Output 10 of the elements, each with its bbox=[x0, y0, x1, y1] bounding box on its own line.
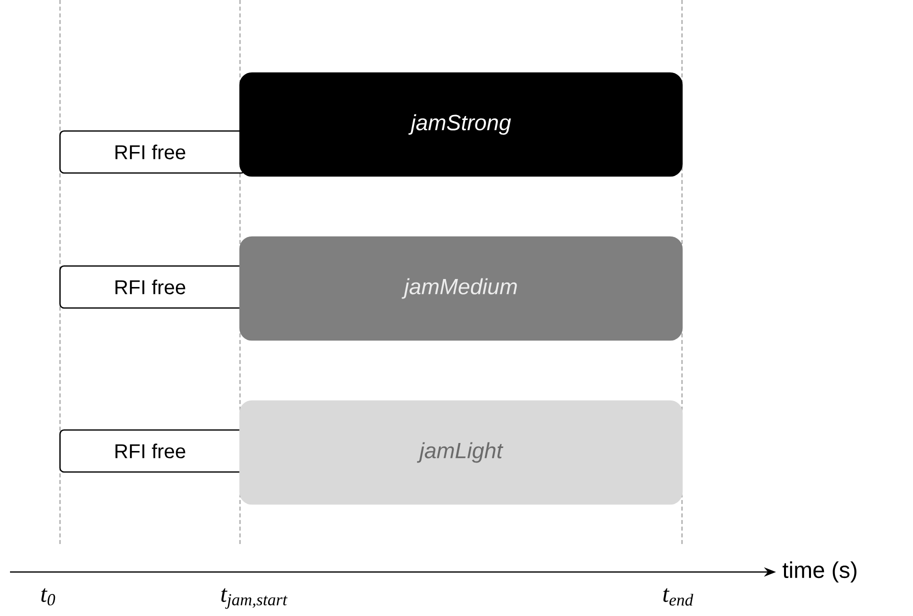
jamming-block: jamStrong bbox=[239, 72, 683, 177]
time-marker: t$_{jam,start}$ bbox=[221, 588, 288, 609]
signal-free-box: RFI free bbox=[59, 130, 246, 174]
jamming-block: jamLight bbox=[239, 400, 683, 505]
jamming-block: jamMedium bbox=[239, 236, 683, 341]
time-marker: t$_{end}$ bbox=[663, 588, 694, 606]
axis-label: time (s) bbox=[782, 561, 856, 583]
signal-free-box: RFI free bbox=[59, 265, 246, 309]
signal-free-box: RFI free bbox=[59, 429, 246, 473]
time-marker: t$_{0}$ bbox=[41, 588, 56, 606]
